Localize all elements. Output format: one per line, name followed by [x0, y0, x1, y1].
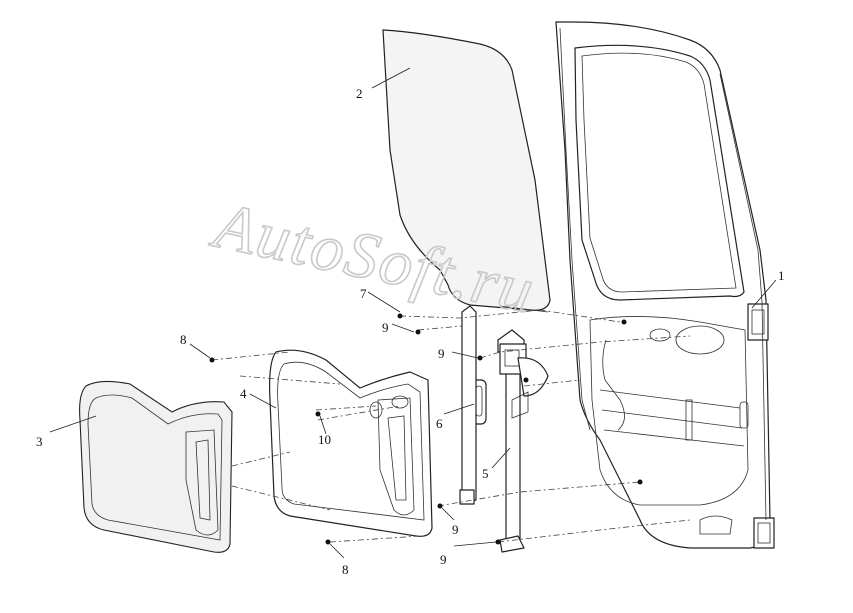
callout-6: 6: [436, 416, 443, 431]
inner-panel-frame-part: [269, 349, 433, 537]
callout-2: 2: [356, 86, 363, 101]
callout-8-top: 8: [180, 332, 187, 347]
callout-labels: 1 2 3 4 5 6 7 8 8 9 9 9 9 10: [36, 86, 785, 577]
inner-handle-part: [459, 305, 487, 505]
callout-1: 1: [778, 268, 785, 283]
regulator-rail-part: [497, 329, 549, 553]
assembly-lines: [211, 309, 691, 543]
callout-9-d: 9: [440, 552, 447, 567]
callout-7: 7: [360, 286, 367, 301]
callout-10: 10: [318, 432, 331, 447]
callout-9-c: 9: [452, 522, 459, 537]
callout-9-a: 9: [382, 320, 389, 335]
fastener-dots: [209, 313, 643, 545]
callout-9-b: 9: [438, 346, 445, 361]
door-frame-part: [555, 21, 775, 549]
callout-3: 3: [36, 434, 43, 449]
trim-pad-part: [79, 380, 233, 553]
window-glass-part: [382, 29, 551, 313]
callout-5: 5: [482, 466, 489, 481]
leader-lines: [49, 67, 777, 559]
callout-4: 4: [240, 386, 247, 401]
callout-8-bottom: 8: [342, 562, 349, 577]
